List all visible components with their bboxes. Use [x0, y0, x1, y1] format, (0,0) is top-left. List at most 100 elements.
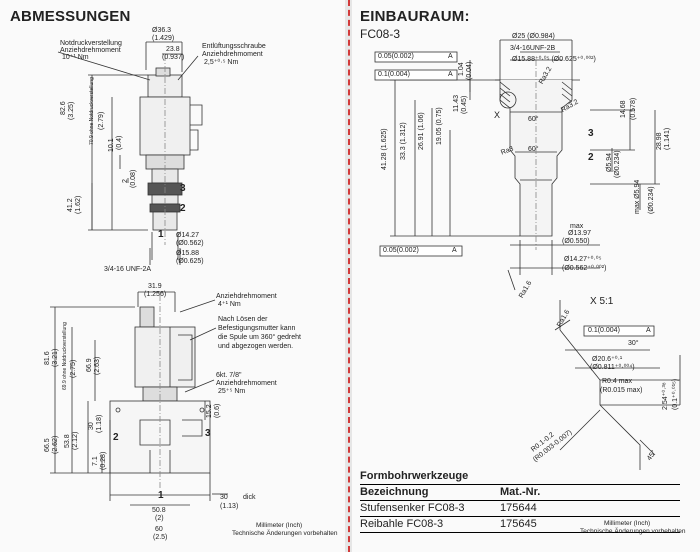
- cavity-port-2: 2: [588, 152, 594, 163]
- label-6kt-2: Anziehdrehmoment: [216, 380, 277, 387]
- tol-top1-ref: A: [448, 53, 453, 60]
- dim-152: 15.2: [206, 404, 213, 418]
- col-bezeichnung: Bezeichnung: [360, 486, 429, 498]
- thread-label: 3/4-16 UNF-2A: [104, 266, 152, 273]
- detail-d254-in: (0.1⁺⁰·⁰¹⁵): [672, 378, 679, 410]
- dim-319-in: (1.256): [144, 291, 167, 298]
- dim-d1397: Ø13.97: [568, 230, 591, 237]
- dim-60: 60: [155, 526, 163, 533]
- label-6kt-3: 25⁺⁵ Nm: [218, 388, 246, 395]
- dim-d1143: 11.43: [453, 95, 460, 112]
- tol-top1: 0.05(0.002): [378, 53, 414, 60]
- dim-diam-top: Ø36.3: [152, 27, 172, 34]
- left-title: ABMESSUNGEN: [10, 8, 131, 25]
- col-mat-nr: Mat.-Nr.: [500, 486, 541, 498]
- detail-tol: 0.1(0.004): [588, 327, 620, 334]
- dim-2: 2: [122, 179, 129, 183]
- dim-thread: 3/4-16UNF-2B: [510, 45, 556, 52]
- tools-table: Formbohrwerkzeuge Bezeichnung Mat.-Nr. S…: [360, 470, 680, 533]
- tol-mid-ref: A: [452, 247, 457, 254]
- detail-title: X 5:1: [590, 296, 614, 307]
- angle-60-bottom: 60°: [528, 146, 539, 153]
- dim-d594: Ø5.94: [606, 152, 613, 172]
- dim-319: 31.9: [148, 283, 162, 290]
- panel-divider-line: [348, 0, 350, 552]
- dim-d594b-in: (Ø0.234): [648, 186, 655, 214]
- dim-d104: 1.04: [458, 62, 465, 76]
- dim-538-in: (2.12): [72, 431, 79, 450]
- dim-508: 50.8: [152, 507, 166, 514]
- label-notdruck-3: 10⁺¹ Nm: [62, 54, 89, 61]
- detail-d206-in: (Ø0.811⁺⁰·⁰⁰⁴): [590, 364, 635, 371]
- row-name: Reibahle FC08-3: [360, 518, 444, 530]
- dim-d594b: max Ø5.94: [634, 179, 641, 214]
- port-1-bottom: 1: [158, 490, 164, 501]
- label-entl-1: Entlüftungsschraube: [202, 43, 266, 50]
- dim-d2898-in: (1.141): [664, 127, 671, 150]
- dim-412: 41.2: [67, 198, 74, 212]
- dim-709: 70.9 ohne Notdruckverstellung: [89, 77, 95, 145]
- dim-dick: dick: [243, 494, 256, 501]
- dim-816-in: (3.21): [52, 348, 59, 367]
- dim-30-dick-in: (1.13): [220, 503, 239, 510]
- label-note-4: und abgezogen werden.: [218, 343, 294, 350]
- dim-826: 82.6: [60, 101, 67, 115]
- left-footer-units: Millimeter (Inch): [256, 522, 303, 529]
- label-note-3: die Spule um 360° gedreht: [218, 334, 301, 341]
- dim-1588: Ø15.88: [176, 250, 199, 257]
- label-anzieh-1: Anziehdrehmoment: [216, 293, 277, 300]
- dim-816: 81.6: [44, 351, 51, 365]
- tools-table-title: Formbohrwerkzeuge: [360, 470, 680, 485]
- dim-d1468-in: (0.578): [630, 97, 637, 120]
- cavity-drawing: [390, 39, 660, 291]
- dim-d594-in: (Ø0.234): [614, 150, 621, 178]
- dim-max: max: [570, 223, 584, 230]
- dim-101: 10.1: [108, 138, 115, 152]
- dim-d1397-in: (Ø0.550): [562, 238, 590, 245]
- dim-669-in: (2.63): [94, 356, 101, 375]
- dim-60-in: (2.5): [153, 534, 168, 541]
- label-6kt-1: 6kt. 7/8": [216, 372, 242, 379]
- port-3-bottom: 3: [205, 428, 211, 439]
- bottom-valve-drawing: [50, 291, 228, 506]
- detail-tol-ref: A: [646, 327, 651, 334]
- tol-mid: 0.05(0.002): [383, 247, 419, 254]
- dim-508-in: (2): [155, 515, 164, 522]
- dim-d104-in: (0.04): [466, 61, 473, 80]
- dim-238: 23.8: [166, 46, 180, 53]
- detail-r04: R0.4 max: [602, 378, 632, 385]
- dim-d1427: Ø14.27⁺⁰·⁰⁵: [564, 256, 602, 263]
- port-2-bottom: 2: [113, 432, 119, 443]
- dim-709-in: (2.79): [98, 111, 105, 130]
- x-label: X: [494, 110, 501, 120]
- dim-1427: Ø14.27: [176, 232, 199, 239]
- label-note-1: Nach Lösen der: [218, 316, 268, 323]
- cavity-port-3: 3: [588, 128, 594, 139]
- dim-d1588: Ø15.88⁺⁰·⁰⁵ (Ø0.625⁺⁰·⁰⁰²): [512, 56, 596, 63]
- detail-d206: Ø20.6⁺⁰·¹: [592, 356, 623, 363]
- dim-412-in: (1.62): [75, 195, 82, 214]
- dim-30-dick: 30: [220, 494, 228, 501]
- table-row: Stufensenker FC08-3 175644: [360, 501, 680, 517]
- dim-d2691: 26.91 (1.06): [418, 112, 425, 150]
- dim-30-in: (1.18): [96, 414, 103, 433]
- label-notdruck-1: Notdruckverstellung: [60, 40, 122, 47]
- top-valve-drawing: [57, 41, 203, 265]
- dim-71-in: (0.28): [100, 451, 107, 470]
- dim-665-in: (2.62): [52, 435, 59, 454]
- dim-d1468: 14.68: [620, 100, 627, 118]
- dim-152-in: (0.6): [214, 403, 221, 418]
- dim-71: 7.1: [92, 456, 99, 466]
- dim-d1905: 19.05 (0.75): [436, 107, 443, 145]
- dim-1427-in: (Ø0.562): [176, 240, 204, 247]
- label-note-2: Befestigungsmutter kann: [218, 325, 296, 332]
- dim-30: 30: [88, 422, 95, 430]
- dim-d4128: 41.28 (1.625): [381, 128, 388, 170]
- label-anzieh-2: 4⁺¹ Nm: [218, 301, 241, 308]
- right-footer-note: Technische Änderungen vorbehalten: [580, 528, 686, 535]
- dim-699-in: (2.75): [70, 359, 77, 378]
- angle-60-top: 60°: [528, 116, 539, 123]
- port-2-top: 2: [180, 203, 186, 214]
- dim-diam-top-in: (1.429): [152, 35, 175, 42]
